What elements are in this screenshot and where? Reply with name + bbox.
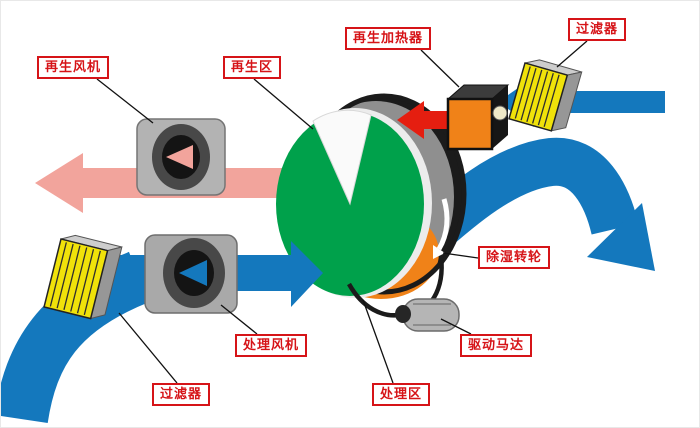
regeneration-heater — [446, 84, 510, 151]
process-fan — [144, 234, 238, 314]
process-intake-duct — [1, 251, 150, 424]
heated-air-arrow — [397, 101, 461, 139]
leader-wheel — [442, 252, 479, 259]
process-fan-flow-arrow — [179, 260, 207, 286]
label-drive-motor: 驱动马达 — [460, 334, 533, 357]
filter-pleat-line — [520, 68, 537, 121]
leader-regen-zone — [253, 78, 314, 130]
filter-pleat-line — [49, 242, 67, 307]
label-process-fan: 处理风机 — [235, 334, 308, 357]
filter-pleat-line — [76, 249, 95, 314]
motor-pulley — [395, 305, 411, 323]
label-regeneration-fan: 再生风机 — [37, 56, 110, 79]
intake-filter-top — [508, 59, 583, 132]
wheel-rotation-arrowhead — [433, 245, 445, 259]
regeneration-fan — [136, 118, 226, 196]
heater-indicator-light — [492, 105, 508, 121]
regen-fan-flow-arrow — [166, 145, 193, 169]
label-filter-top: 过滤器 — [568, 18, 627, 41]
leader-filter-top — [556, 40, 588, 68]
label-regeneration-zone: 再生区 — [223, 56, 282, 79]
filter-pleat-line — [537, 73, 554, 126]
label-regeneration-heater: 再生加热器 — [345, 27, 432, 50]
leader-regen-fan — [96, 78, 154, 124]
wheel-regen-sector — [312, 109, 372, 206]
dry-air-outlet-arrowhead — [587, 203, 655, 271]
label-desiccant-wheel: 除湿转轮 — [478, 246, 551, 269]
intake-filter-bottom — [43, 234, 123, 320]
filter-pleat-line — [70, 247, 88, 312]
filter-pleat-line — [63, 245, 81, 310]
leader-lines — [96, 40, 588, 384]
label-filter-bottom: 过滤器 — [152, 383, 211, 406]
filter-pleat-line — [514, 66, 531, 119]
filter-pleat-line — [532, 71, 549, 124]
leader-process-fan — [220, 304, 258, 335]
leader-process-zone — [362, 299, 394, 384]
filter-pleat-line — [526, 69, 543, 122]
filter-pleat-line — [83, 250, 101, 316]
regen-intake-arrow — [498, 77, 665, 127]
filter-pleat-line — [56, 243, 74, 309]
desiccant-wheel — [276, 93, 467, 332]
wheel-rotation-arrow — [436, 198, 450, 251]
leader-drive-motor — [440, 318, 472, 335]
filter-pleat-line — [543, 74, 560, 127]
leader-filter-bottom — [118, 312, 178, 384]
belt-left — [347, 282, 400, 318]
leader-regen-heater — [420, 49, 460, 88]
label-process-zone: 处理区 — [372, 383, 431, 406]
heater-front-face — [446, 97, 494, 151]
filter-media — [508, 62, 569, 132]
